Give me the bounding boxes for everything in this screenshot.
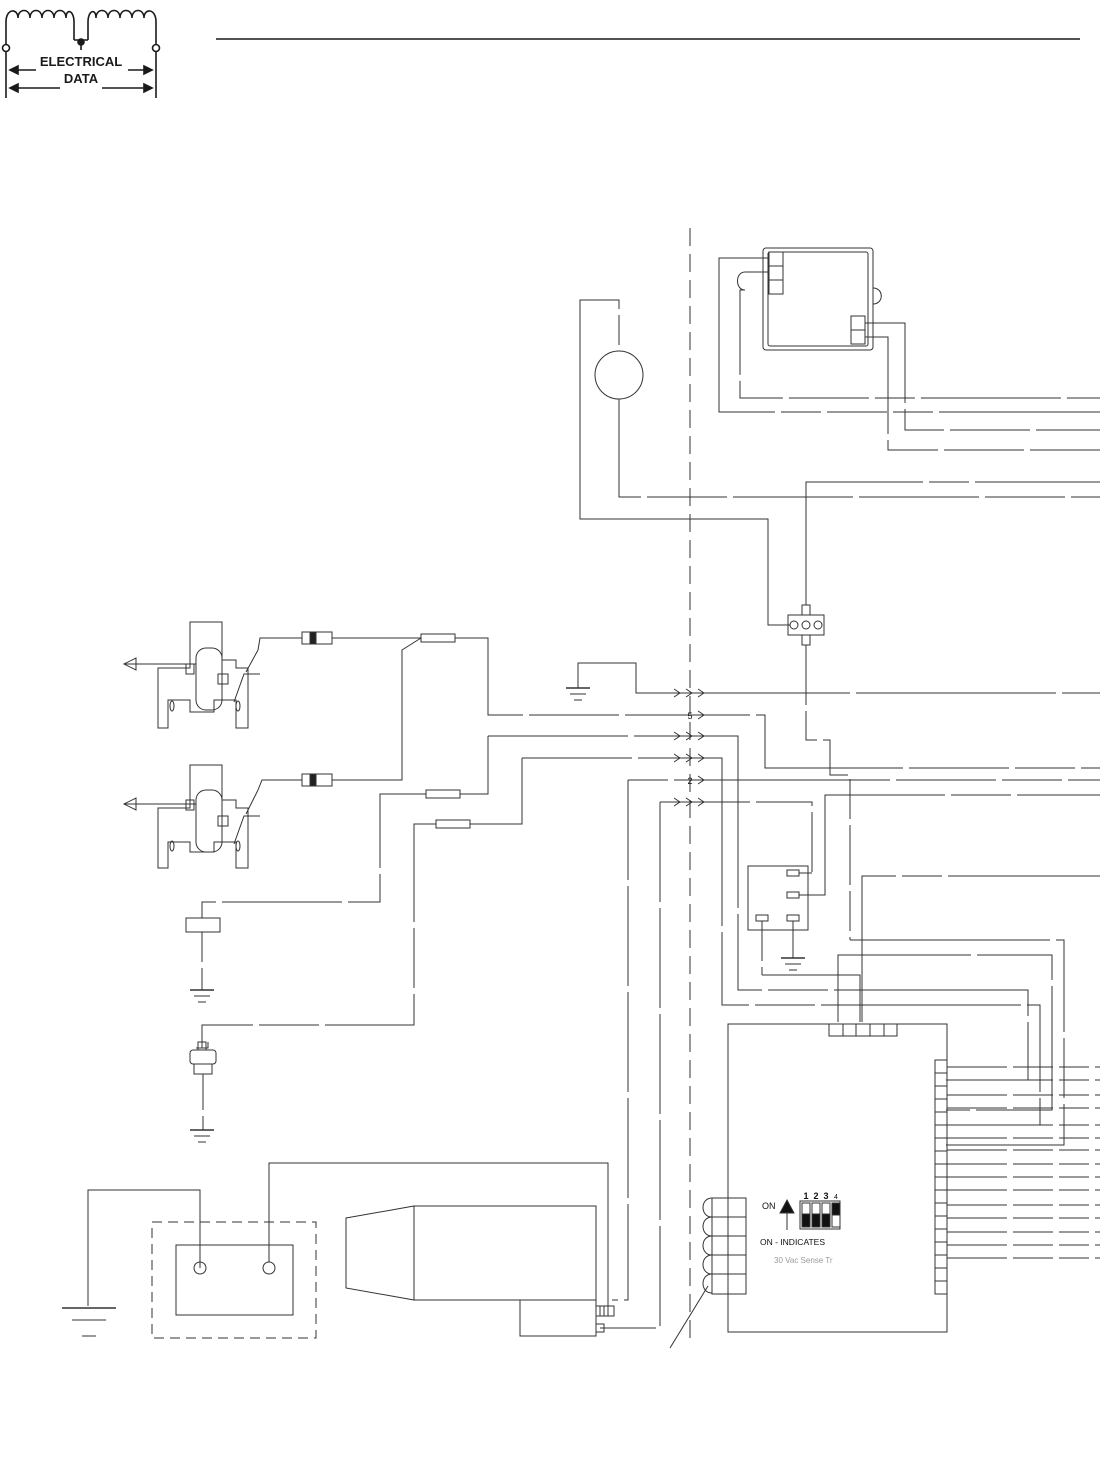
- board-output-wires: [947, 1066, 1100, 1259]
- junction-box: [151, 1221, 317, 1339]
- coil-right-icon: [87, 9, 157, 45]
- board-plug-connector: [702, 1197, 747, 1295]
- diode-lower: [301, 773, 333, 787]
- inducer-motor: [594, 350, 644, 400]
- flame-sensor: [189, 1041, 217, 1080]
- board-edge-pins: [935, 1072, 947, 1282]
- dip-switch-number-2: 2: [813, 1191, 818, 1201]
- control-board: [727, 1023, 948, 1333]
- dip-switch-number-1: 1: [803, 1191, 808, 1201]
- fuse-middle: [425, 789, 461, 799]
- connector-pin-2-label: 2: [687, 776, 692, 786]
- logo-title-line2: DATA: [64, 71, 99, 86]
- coil-left-icon: [5, 9, 75, 45]
- wiring: [62, 247, 1100, 1349]
- fuse-upper: [420, 633, 456, 643]
- terminal-block: [787, 604, 825, 646]
- logo-title-line1: ELECTRICAL: [40, 54, 122, 69]
- relay: [747, 865, 809, 931]
- dip-on-label: ON: [762, 1201, 776, 1211]
- gas-valve: [345, 1205, 615, 1337]
- connector-chevrons: [673, 688, 705, 807]
- connector-pin-5-label: 5: [687, 711, 692, 721]
- on-indicates-label: ON - INDICATES: [760, 1237, 825, 1247]
- dip-switch-number-3: 3: [823, 1191, 828, 1201]
- transformer: [762, 247, 882, 351]
- electrical-data-logo: [1, 9, 161, 98]
- sense-transformer-label: 30 Vac Sense Tr: [774, 1256, 833, 1265]
- rollout-switch-upper: [122, 621, 260, 729]
- dip-switch: [799, 1200, 841, 1230]
- rollout-switch-lower: [122, 764, 260, 869]
- dip-switch-number-4: 4: [834, 1194, 838, 1201]
- on-arrow-icon: [779, 1198, 795, 1230]
- diode-upper: [301, 631, 333, 645]
- limit-switch: [185, 917, 221, 933]
- fuse-lower: [435, 819, 471, 829]
